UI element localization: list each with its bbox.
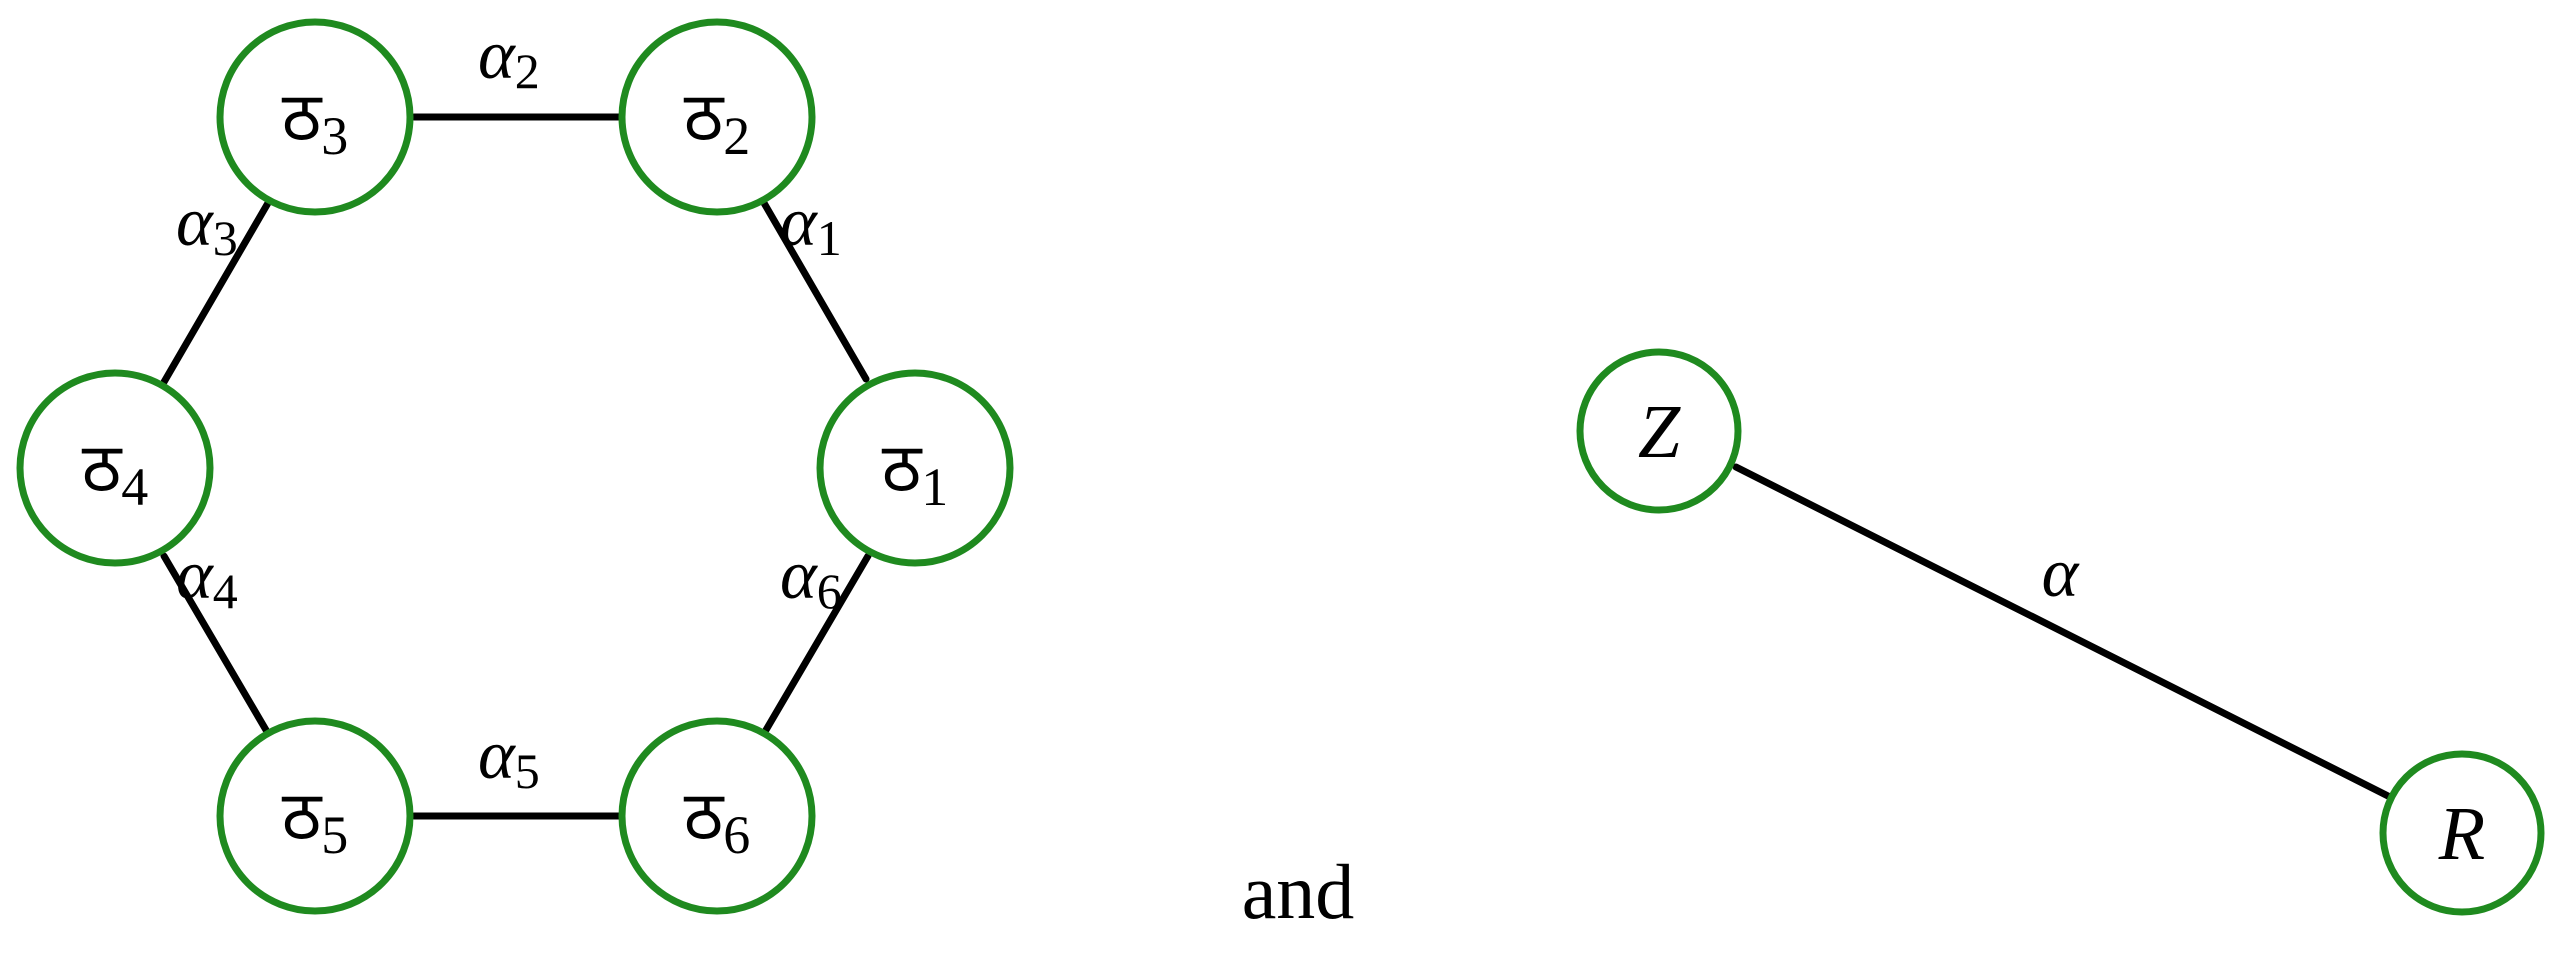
edge-label-n2-n1: α1 <box>780 184 842 266</box>
node-circle <box>816 369 1014 567</box>
node-label: R <box>2438 792 2485 876</box>
edge-subscript: 6 <box>817 563 842 619</box>
edge-subscript: 4 <box>213 563 238 619</box>
edge-n3-n4 <box>160 199 272 386</box>
node-n6: ठ6 <box>618 717 816 915</box>
node-n2: ठ2 <box>618 18 816 216</box>
node-subscript: 6 <box>723 805 750 865</box>
node-label: Z <box>1638 390 1681 474</box>
node-symbol: ठ <box>282 777 323 856</box>
node-symbol: ठ <box>882 429 923 508</box>
edge-label-n5-n6: α5 <box>478 717 540 799</box>
conjunction-text: and <box>1242 848 1355 935</box>
edge-label-z-r: α <box>2042 535 2080 612</box>
node-z: Z <box>1576 348 1742 514</box>
node-label: ठ2 <box>684 78 751 166</box>
edge-symbol: α <box>176 537 214 614</box>
edge-n2-n1 <box>760 199 870 383</box>
edge-subscript: 2 <box>515 43 540 99</box>
edge-z-r <box>1732 463 2394 801</box>
node-r: R <box>2379 750 2545 916</box>
edge-symbol: α <box>780 537 818 614</box>
node-label: ठ5 <box>282 777 349 865</box>
node-circle <box>216 717 414 915</box>
node-circle <box>1576 348 1742 514</box>
node-n1: ठ1 <box>816 369 1014 567</box>
node-subscript: 3 <box>321 106 348 166</box>
edge-subscript: 1 <box>817 210 842 266</box>
node-circle <box>618 18 816 216</box>
node-label: ठ4 <box>82 429 149 517</box>
node-subscript: 2 <box>723 106 750 166</box>
edge-label-n4-n5: α4 <box>176 537 238 619</box>
node-circle <box>2379 750 2545 916</box>
node-symbol: ठ <box>282 78 323 157</box>
node-circle <box>216 18 414 216</box>
edge-symbol: α <box>478 717 516 794</box>
node-label: ठ3 <box>282 78 349 166</box>
edge-n4-n5 <box>160 552 270 734</box>
edge-label-n3-n4: α3 <box>176 184 238 266</box>
node-label: ठ1 <box>882 429 949 517</box>
edge-subscript: 3 <box>213 210 238 266</box>
node-symbol: ठ <box>684 78 725 157</box>
node-n5: ठ5 <box>216 717 414 915</box>
node-subscript: 4 <box>121 457 148 517</box>
edge-label-n3-n2: α2 <box>478 17 540 99</box>
edge-subscript: 5 <box>515 743 540 799</box>
node-circle <box>618 717 816 915</box>
edge-symbol: α <box>780 184 818 261</box>
node-circle <box>16 369 214 567</box>
edge-symbol: α <box>478 17 516 94</box>
node-n3: ठ3 <box>216 18 414 216</box>
node-subscript: 1 <box>921 457 948 517</box>
edge-n6-n1 <box>762 552 872 734</box>
edge-label-n6-n1: α6 <box>780 537 842 619</box>
node-label: ठ6 <box>684 777 751 865</box>
edge-symbol: α <box>176 184 214 261</box>
node-subscript: 5 <box>321 805 348 865</box>
node-symbol: ठ <box>82 429 123 508</box>
node-symbol: ठ <box>684 777 725 856</box>
node-n4: ठ4 <box>16 369 214 567</box>
left-graph-edges <box>160 113 872 820</box>
